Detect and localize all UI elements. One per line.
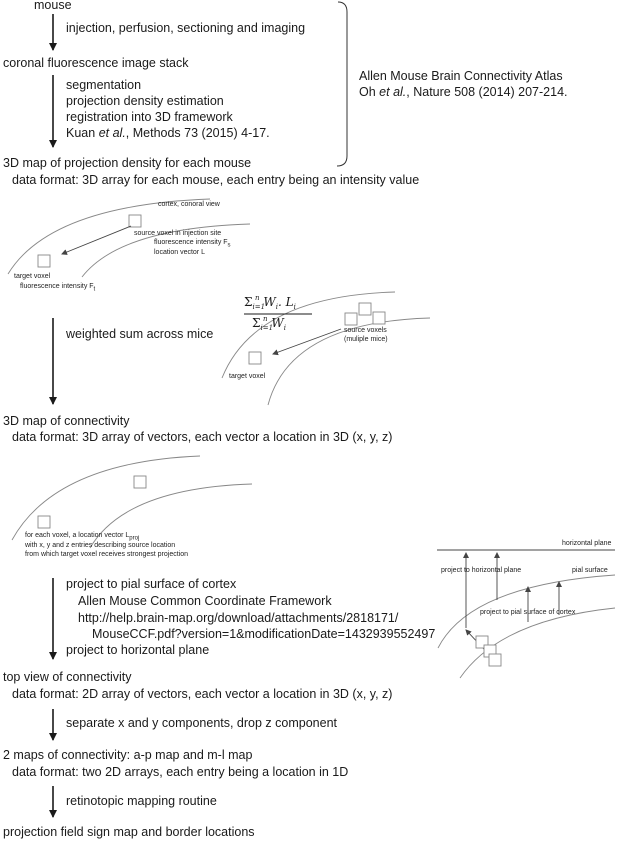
sigma-bottom: Σ [252,316,261,330]
density-title: 3D map of projection density for each mo… [3,156,252,170]
pial-surface-curve [437,574,616,649]
ccf-url-2: MouseCCF.pdf?version=1&modificationDate=… [92,627,436,641]
project-pial-label: project to pial surface of cortex [480,609,576,616]
projection-arrow-2 [272,328,342,356]
source-voxel-label: source voxel in injection site [134,230,222,237]
target-voxel-label-2: target voxel [229,373,266,380]
oh-citation: Oh et al., Nature 508 (2014) 207-214. [359,84,568,100]
conn3d-title: 3D map of connectivity [3,414,130,428]
diagram-injection [7,198,251,278]
multiple-mice-label: (muliple mice) [344,336,388,343]
formula-denominator: Σi=1n Wi [252,315,286,332]
cortex-outer-curve-2 [221,291,396,379]
source-voxel-box-2 [358,302,372,316]
cortex-inner-curve-2 [267,317,431,406]
step-project-horizontal: project to horizontal plane [66,643,210,657]
diagram-weighted [221,291,431,406]
final-output: projection field sign map and border loc… [3,825,255,839]
kuan-citation: Kuan et al., Methods 73 (2015) 4-17. [66,126,270,142]
top-view-format: data format: 2D array of vectors, each v… [12,687,393,701]
step-density-estimation: projection density estimation [66,94,224,108]
cortex-inner-curve-3 [89,483,253,549]
step-registration: registration into 3D framework [66,110,233,124]
density-format: data format: 3D array for each mouse, ea… [12,173,420,187]
voxel-box-c [488,653,502,667]
projection-arrow [61,225,132,255]
fs-text: fluorescence intensity F [154,239,228,246]
sigma-top: Σ [244,295,253,309]
pial-surface-label: pial surface [572,567,608,574]
xyz-entries-label: with x, y and z entries describing sourc… [25,542,176,549]
diagram-location-vector [11,455,253,549]
source-voxel-box-3 [133,475,147,489]
ccf-url-1: http://help.brain-map.org/download/attac… [78,611,399,625]
fluorescence-fs-label: fluorescence intensity Fs [154,239,231,250]
lproj-sub: proj [129,535,140,542]
horizontal-plane-label: horizontal plane [562,540,612,547]
location-vector-proj-label: for each voxel, a location vector Lproj [25,532,139,543]
step-weighted-sum: weighted sum across mice [66,327,214,341]
oh-author: Oh [359,85,376,99]
inner-cortex-curve [459,607,616,679]
kuan-etal: et al. [98,126,126,140]
fluorescence-ft-label: fluorescence intensity Ft [20,283,95,294]
target-voxel-box-3 [37,515,51,529]
step-segmentation: segmentation [66,78,142,92]
ft-sub: t [93,286,96,293]
maps-title: 2 maps of connectivity: a-p map and m-l … [3,748,253,762]
source-voxel-box-3 [372,311,386,325]
stack-label: coronal fluorescence image stack [3,56,189,70]
ft-text: fluorescence intensity F [20,283,94,290]
step-retinotopic: retinotopic mapping routine [66,794,217,808]
citation-brace [336,1,348,167]
step-separate: separate x and y components, drop z comp… [66,716,337,730]
source-voxel-box-1 [344,312,358,326]
formula-numerator: Σi=1n Wi. Li [244,294,296,311]
target-voxel-box-2 [248,351,262,365]
oh-etal: et al. [379,85,407,99]
top-view-title: top view of connectivity [3,670,132,684]
conn3d-format: data format: 3D array of vectors, each v… [12,430,393,444]
strongest-projection-label: from which target voxel receives stronge… [25,551,189,558]
diagram-projection [437,549,616,679]
cortex-outer-curve-3 [11,455,201,541]
maps-format: data format: two 2D arrays, each entry b… [12,765,349,779]
source-voxels-label: source voxels [344,327,387,334]
lproj-text: for each voxel, a location vector L [25,532,130,539]
location-vector-label: location vector L [154,249,205,256]
oh-rest: , Nature 508 (2014) 207-214. [406,85,568,99]
step-injection: injection, perfusion, sectioning and ima… [66,21,306,35]
kuan-author: Kuan [66,126,96,140]
cortex-inner-curve [81,223,251,278]
target-voxel-box [37,254,51,268]
project-horizontal-label: project to horizontal plane [441,567,522,574]
cortex-outer-curve [7,198,211,275]
ccf-title: Allen Mouse Common Coordinate Framework [78,594,332,608]
fs-sub: s [227,242,231,249]
target-voxel-label: target voxel [14,273,51,280]
step-project-pial: project to pial surface of cortex [66,577,237,591]
kuan-rest: , Methods 73 (2015) 4-17. [125,126,270,140]
source-voxel-box [128,214,142,228]
atlas-citation-title: Allen Mouse Brain Connectivity Atlas [359,69,563,83]
cortex-view-label: cortex, conoral view [158,201,220,208]
mouse-label: mouse [34,0,72,12]
